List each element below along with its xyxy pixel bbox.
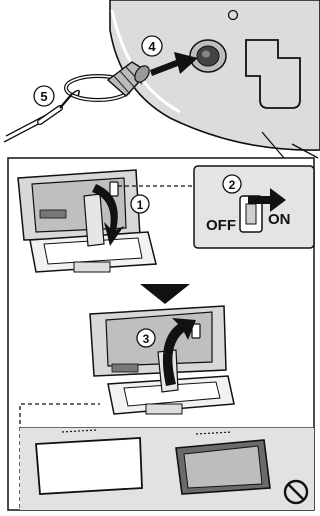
switch-off-label: OFF bbox=[206, 217, 236, 234]
svg-text:3: 3 bbox=[143, 332, 150, 346]
svg-text:2: 2 bbox=[229, 178, 236, 192]
cover-misaligned-view bbox=[162, 428, 314, 510]
svg-text:4: 4 bbox=[148, 39, 156, 54]
panel-cover-open bbox=[18, 170, 156, 272]
panel-cover-closing bbox=[90, 306, 234, 414]
svg-text:1: 1 bbox=[137, 198, 144, 212]
contact-pad bbox=[74, 262, 110, 272]
svg-text:5: 5 bbox=[40, 89, 47, 104]
bottom-row bbox=[20, 428, 314, 510]
tripod-socket bbox=[190, 40, 226, 72]
step-3-label: 3 bbox=[137, 329, 155, 347]
step-4-label: 4 bbox=[142, 36, 162, 56]
step-5-label: 5 bbox=[34, 86, 54, 106]
switch-on-label: ON bbox=[268, 211, 291, 228]
switch-detail: OFF ON bbox=[194, 166, 314, 248]
cover-flush-view bbox=[20, 428, 162, 510]
step-2-label: 2 bbox=[223, 175, 241, 193]
step-1-label: 1 bbox=[131, 195, 149, 213]
